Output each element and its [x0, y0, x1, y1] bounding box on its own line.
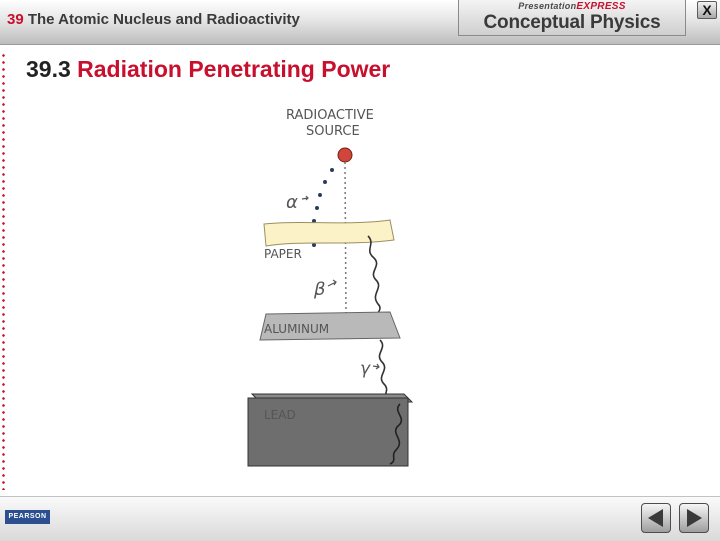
aluminum-label: ALUMINUM: [264, 322, 329, 336]
penetration-diagram: RADIOACTIVE SOURCE α PAPER β ALUMINUM γ: [240, 100, 440, 480]
section-title: Radiation Penetrating Power: [77, 56, 390, 82]
alpha-symbol: α: [286, 192, 298, 213]
next-slide-button[interactable]: [679, 503, 709, 533]
brand-prefix: Presentation: [518, 1, 576, 11]
brand-logo: PresentationEXPRESS Conceptual Physics: [458, 0, 686, 36]
source-label-line2: SOURCE: [306, 124, 360, 139]
paper-label: PAPER: [264, 247, 302, 261]
header-bar: 39 The Atomic Nucleus and Radioactivity …: [0, 0, 720, 45]
prev-triangle-icon: [645, 507, 667, 529]
beta-ray-path: [368, 236, 380, 320]
lead-label: LEAD: [264, 408, 296, 422]
brand-subtitle: PresentationEXPRESS: [459, 1, 685, 12]
source-label-line1: RADIOACTIVE: [286, 108, 374, 123]
pearson-logo: PEARSON: [5, 510, 50, 524]
chapter-name: The Atomic Nucleus and Radioactivity: [28, 11, 300, 28]
diagram-svg: RADIOACTIVE SOURCE α PAPER β ALUMINUM γ: [240, 100, 440, 480]
brand-title: Conceptual Physics: [459, 12, 685, 34]
previous-slide-button[interactable]: [641, 503, 671, 533]
left-dotted-border: [2, 52, 5, 490]
section-number: 39.3: [26, 56, 71, 82]
gamma-symbol: γ: [360, 359, 371, 379]
chapter-title: 39 The Atomic Nucleus and Radioactivity: [7, 11, 300, 28]
close-button[interactable]: X: [697, 1, 717, 19]
next-triangle-icon: [683, 507, 705, 529]
slide-title: 39.3 Radiation Penetrating Power: [26, 56, 390, 83]
footer-bar: PEARSON: [0, 496, 720, 541]
gamma-arrow: [373, 364, 379, 369]
chapter-number: 39: [7, 11, 24, 28]
beta-symbol: β: [313, 279, 326, 300]
paper-sheet: [264, 220, 394, 246]
alpha-arrow: [302, 196, 308, 200]
radioactive-source: [338, 148, 352, 162]
brand-express: EXPRESS: [576, 1, 625, 12]
beta-arrow: [328, 280, 336, 286]
